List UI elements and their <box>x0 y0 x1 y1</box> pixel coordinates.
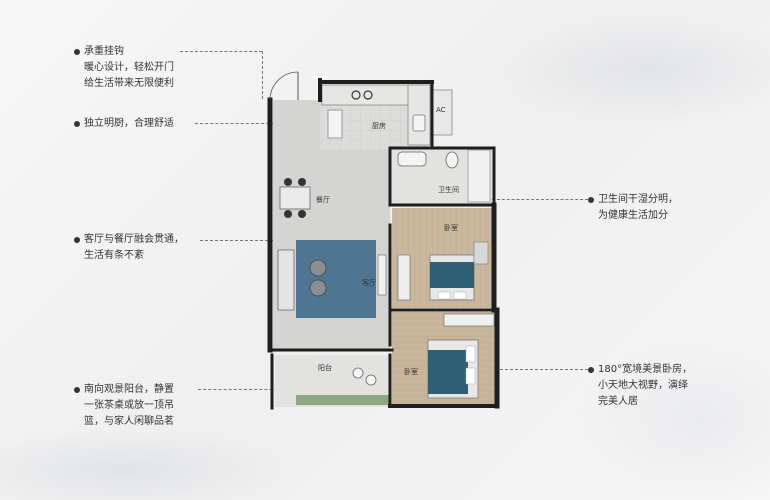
label-kitchen: 厨房 <box>372 121 386 130</box>
tv-cabinet <box>377 254 387 296</box>
bed2-wardrobe <box>443 313 495 327</box>
bed1-wardrobe <box>397 254 411 301</box>
leader-hook-h <box>180 51 262 52</box>
balcony-chair <box>352 367 364 379</box>
bed2-blanket <box>428 350 468 394</box>
bullet-dot <box>74 237 80 243</box>
balcony-plants <box>296 395 390 405</box>
fridge <box>327 109 343 139</box>
bullet-dot <box>74 49 80 55</box>
sofa <box>277 249 295 311</box>
entrance-door-swing <box>269 71 299 101</box>
dining-chair <box>298 210 306 218</box>
label-ac: AC <box>436 106 446 114</box>
annotation-bedroom: 180°宽境美景卧房， 小天地大视野，演绎 完美人居 <box>588 362 692 410</box>
leader-kitchen <box>195 123 320 124</box>
stove-burner <box>351 90 361 100</box>
coffee-table <box>309 259 327 277</box>
bed1-blanket <box>430 262 474 288</box>
leader-balcony <box>198 389 298 390</box>
bullet-dot <box>588 367 594 373</box>
label-living: 客厅 <box>362 278 376 287</box>
bullet-dot <box>588 197 594 203</box>
walls <box>267 78 500 410</box>
coffee-table <box>309 279 327 297</box>
balcony-chair <box>365 374 377 386</box>
label-bedroom1: 卧室 <box>444 223 458 232</box>
toilet <box>445 151 459 169</box>
bed2-pillow <box>465 367 476 385</box>
annotation-living: 客厅与餐厅融会贯通， 生活有条不紊 <box>74 232 184 264</box>
leader-bedroom <box>470 369 588 370</box>
leader-bathroom <box>492 199 588 200</box>
leader-living <box>200 240 288 241</box>
bed2-pillow <box>465 345 476 363</box>
bed1-desk <box>473 241 489 265</box>
label-dining: 餐厅 <box>316 195 330 204</box>
label-bedroom2: 卧室 <box>404 367 418 376</box>
annotation-bathroom: 卫生间干湿分明， 为健康生活加分 <box>588 192 678 224</box>
dining-chair <box>298 178 306 186</box>
annotation-balcony: 南向观景阳台，静置 一张茶桌或放一顶吊 篮，与家人闲聊品茗 <box>74 382 174 430</box>
bullet-dot <box>74 387 80 393</box>
dining-table <box>279 186 311 210</box>
label-balcony: 阳台 <box>318 363 332 372</box>
dining-chair <box>284 178 292 186</box>
kitchen-sink <box>412 114 426 132</box>
bathroom-sink <box>397 151 427 167</box>
label-bathroom: 卫生间 <box>438 185 459 194</box>
annotation-kitchen: 独立明厨，合理舒适 <box>74 116 174 132</box>
living-rug <box>296 240 376 318</box>
bed1-pillow <box>453 291 467 300</box>
annotation-hook: 承重挂钩 暖心设计，轻松开门 给生活带来无限便利 <box>74 44 174 92</box>
bullet-dot <box>74 121 80 127</box>
leader-hook-v <box>262 51 263 99</box>
dining-chair <box>284 210 292 218</box>
shower <box>467 149 491 203</box>
bed1-pillow <box>437 291 451 300</box>
stove-burner <box>363 90 373 100</box>
